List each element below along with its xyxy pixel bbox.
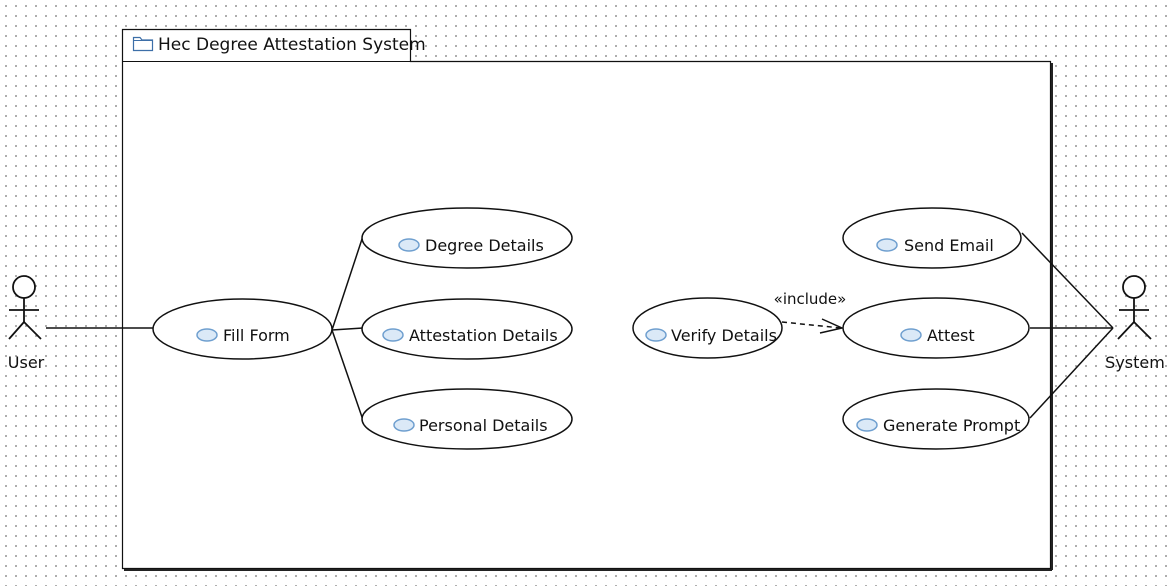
use-case-label: Personal Details	[419, 416, 548, 435]
association-fill-form-degree-details	[331, 235, 364, 331]
actor-name: User	[8, 353, 45, 372]
association-send-email-system	[1021, 232, 1114, 329]
use-case-icon	[393, 418, 415, 432]
use-case-label: Attest	[927, 326, 975, 345]
use-case-label: Send Email	[904, 236, 994, 255]
association-fill-form-attestation-details	[331, 327, 364, 331]
use-case-icon	[196, 328, 218, 342]
use-case-label: Generate Prompt	[883, 416, 1020, 435]
use-case-fill-form[interactable]: Fill Form	[152, 298, 333, 360]
use-case-icon	[382, 328, 404, 342]
use-case-label: Verify Details	[671, 326, 777, 345]
use-case-personal-details[interactable]: Personal Details	[361, 388, 573, 450]
use-case-attestation-details[interactable]: Attestation Details	[361, 298, 573, 360]
stick-figure-icon	[1117, 275, 1152, 340]
use-case-verify-details[interactable]: Verify Details	[632, 297, 783, 359]
package-icon	[132, 36, 154, 52]
system-title: Hec Degree Attestation System	[158, 35, 426, 55]
use-case-icon	[856, 418, 878, 432]
use-case-icon	[876, 238, 898, 252]
use-case-label: Attestation Details	[409, 326, 558, 345]
use-case-icon	[900, 328, 922, 342]
include-label: «include»	[774, 290, 847, 308]
use-case-label: Fill Form	[223, 326, 290, 345]
association-fill-form-personal-details	[331, 329, 364, 421]
use-case-degree-details[interactable]: Degree Details	[361, 207, 573, 269]
stick-figure-icon	[8, 275, 42, 340]
include-relationship[interactable]: «include»	[774, 290, 847, 334]
use-case-attest[interactable]: Attest	[842, 297, 1030, 359]
use-case-generate-prompt[interactable]: Generate Prompt	[842, 388, 1030, 450]
actor-name: System	[1105, 353, 1165, 372]
use-case-send-email[interactable]: Send Email	[842, 207, 1022, 269]
actor-user[interactable]: User	[8, 275, 45, 372]
system-boundary[interactable]: Hec Degree Attestation System	[121, 28, 1053, 571]
associations	[46, 232, 1114, 421]
use-case-label: Degree Details	[425, 236, 544, 255]
association-generate-prompt-system	[1029, 327, 1114, 419]
use-case-icon	[398, 238, 420, 252]
actor-system[interactable]: System	[1105, 275, 1165, 372]
use-case-icon	[645, 328, 667, 342]
